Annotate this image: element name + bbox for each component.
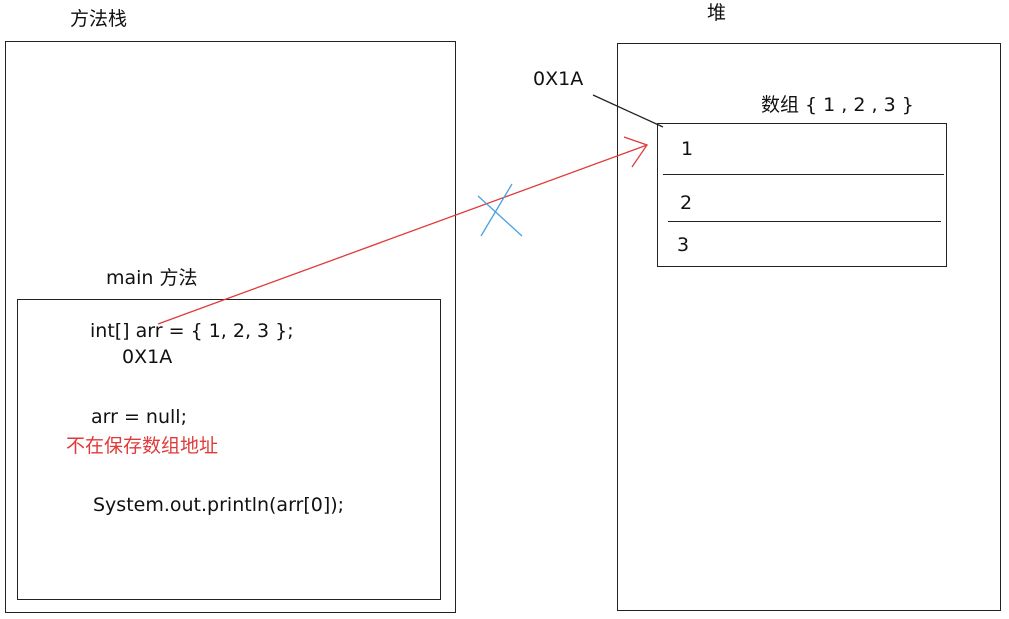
- address-pointer-line: [592, 94, 664, 128]
- array-cell-value: 2: [680, 192, 693, 214]
- code-print-statement: System.out.println(arr[0]);: [93, 494, 345, 516]
- reference-arrow: [157, 144, 648, 325]
- code-assign-null: arr = null;: [91, 406, 187, 428]
- array-label: 数组 { 1 , 2 , 3 }: [761, 94, 914, 116]
- broken-reference-mark: [477, 195, 523, 237]
- heap-frame: [617, 43, 1001, 611]
- array-cell-divider: [663, 174, 944, 175]
- array-cell-divider: [668, 221, 941, 222]
- code-array-declaration: int[] arr = { 1, 2, 3 };: [90, 320, 294, 342]
- stack-title: 方法栈: [70, 8, 128, 30]
- array-cell-value: 3: [677, 234, 690, 256]
- main-method-title: main 方法: [106, 267, 198, 289]
- array-cell-value: 1: [681, 138, 694, 160]
- reference-arrow-head: [623, 136, 649, 168]
- null-note: 不在保存数组地址: [66, 435, 219, 457]
- heap-address-label: 0X1A: [533, 68, 584, 90]
- main-method-frame: [17, 299, 441, 600]
- array-address-label: 0X1A: [122, 346, 173, 368]
- broken-reference-mark: [480, 183, 513, 237]
- stack-frame: [5, 41, 456, 613]
- heap-title: 堆: [707, 2, 727, 24]
- array-block: [657, 123, 947, 267]
